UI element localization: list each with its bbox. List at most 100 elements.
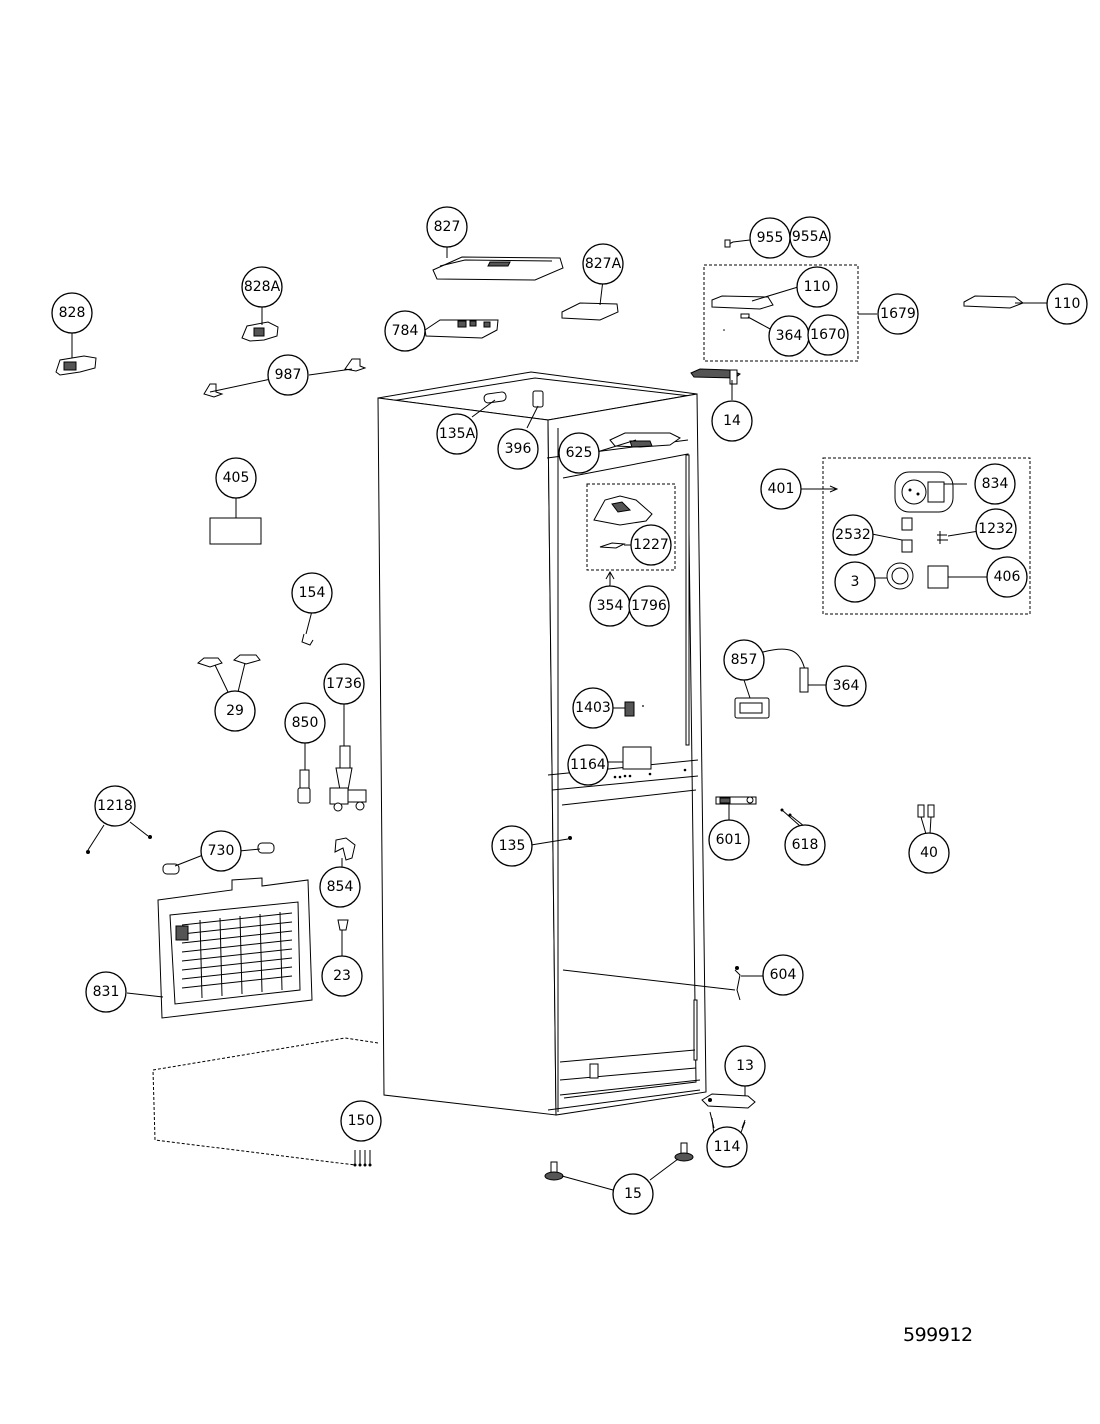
callout-405[interactable]: 405	[215, 457, 257, 499]
callout-1164[interactable]: 1164	[567, 744, 609, 786]
svg-text:354: 354	[597, 598, 624, 614]
svg-text:114: 114	[714, 1139, 741, 1155]
callout-827a[interactable]: 827A	[582, 243, 624, 285]
callout-831[interactable]: 831	[85, 971, 127, 1013]
part-23	[337, 919, 349, 957]
callout-955a[interactable]: 955A	[789, 216, 831, 258]
svg-text:150: 150	[348, 1113, 375, 1129]
small-cover-part	[561, 279, 619, 321]
callout-23[interactable]: 23	[321, 955, 363, 997]
callout-150[interactable]: 150	[340, 1100, 382, 1142]
label-1164-part	[608, 746, 652, 770]
part-604	[734, 966, 763, 1001]
callout-827[interactable]: 827	[426, 206, 468, 248]
callout-396[interactable]: 396	[497, 428, 539, 470]
callout-354[interactable]: 354	[589, 585, 631, 627]
water-valve-1736-part	[329, 704, 367, 812]
callout-364-kit[interactable]: 364	[768, 315, 810, 357]
callout-3[interactable]: 3	[834, 561, 876, 603]
callout-110-right[interactable]: 110	[1046, 283, 1088, 325]
svg-text:730: 730	[208, 843, 235, 859]
svg-text:364: 364	[833, 678, 860, 694]
callout-29[interactable]: 29	[214, 690, 256, 732]
screws-618-part	[780, 808, 805, 827]
callout-601[interactable]: 601	[708, 819, 750, 861]
cover-110-part	[963, 295, 1047, 309]
svg-text:110: 110	[804, 279, 831, 295]
callout-854[interactable]: 854	[319, 866, 361, 908]
valve-850-part	[297, 742, 311, 804]
svg-text:1679: 1679	[880, 306, 916, 322]
svg-text:625: 625	[566, 445, 593, 461]
callout-1403[interactable]: 1403	[572, 687, 614, 729]
callout-987[interactable]: 987	[267, 354, 309, 396]
svg-text:1227: 1227	[633, 537, 669, 553]
wire-1218-part	[86, 821, 152, 854]
callout-1218[interactable]: 1218	[94, 785, 136, 827]
back-panel-831-part	[126, 877, 313, 1019]
callout-1227[interactable]: 1227	[630, 524, 672, 566]
callout-730[interactable]: 730	[200, 830, 242, 872]
callout-857[interactable]: 857	[723, 639, 765, 681]
callout-828a[interactable]: 828A	[241, 266, 283, 308]
svg-text:1796: 1796	[631, 598, 667, 614]
callout-1736[interactable]: 1736	[323, 663, 365, 705]
svg-text:1164: 1164	[570, 757, 606, 773]
cabinet-body	[377, 371, 736, 1116]
svg-text:1736: 1736	[326, 676, 362, 692]
callout-135a[interactable]: 135A	[436, 413, 478, 455]
callout-406[interactable]: 406	[986, 556, 1028, 598]
callout-1232[interactable]: 1232	[975, 508, 1017, 550]
svg-text:401: 401	[768, 481, 795, 497]
callout-15[interactable]: 15	[612, 1173, 654, 1215]
lamp-730-part	[162, 842, 275, 875]
callout-2532[interactable]: 2532	[832, 514, 874, 556]
callout-1796[interactable]: 1796	[628, 585, 670, 627]
screw-135-part	[530, 836, 572, 846]
svg-text:831: 831	[93, 984, 120, 1000]
svg-text:154: 154	[299, 585, 326, 601]
callout-1679[interactable]: 1679	[877, 293, 919, 335]
callout-40[interactable]: 40	[908, 832, 950, 874]
svg-text:29: 29	[226, 703, 244, 719]
callout-784[interactable]: 784	[384, 310, 426, 352]
bracket-pair-part	[203, 358, 367, 398]
callout-1670[interactable]: 1670	[807, 314, 849, 356]
callout-14[interactable]: 14	[711, 400, 753, 442]
svg-text:827: 827	[434, 219, 461, 235]
callout-625[interactable]: 625	[558, 432, 600, 474]
sensor-wire-part	[724, 239, 751, 248]
callout-604[interactable]: 604	[762, 954, 804, 996]
svg-text:135: 135	[499, 838, 526, 854]
callout-13[interactable]: 13	[724, 1045, 766, 1087]
group-354-box	[586, 483, 676, 585]
svg-text:2532: 2532	[835, 527, 871, 543]
callout-618[interactable]: 618	[784, 824, 826, 866]
callout-135[interactable]: 135	[491, 825, 533, 867]
svg-text:854: 854	[327, 879, 354, 895]
svg-text:827A: 827A	[585, 256, 622, 272]
callout-110-kit[interactable]: 110	[796, 266, 838, 308]
callout-364[interactable]: 364	[825, 665, 867, 707]
svg-text:784: 784	[392, 323, 419, 339]
svg-text:828: 828	[59, 305, 86, 321]
switch-1403-part	[612, 701, 644, 717]
callout-401[interactable]: 401	[760, 468, 802, 510]
callout-114[interactable]: 114	[706, 1126, 748, 1168]
callout-955[interactable]: 955	[749, 217, 791, 259]
svg-text:987: 987	[275, 367, 302, 383]
callout-850[interactable]: 850	[284, 702, 326, 744]
svg-text:601: 601	[716, 832, 743, 848]
svg-text:406: 406	[994, 569, 1021, 585]
svg-text:40: 40	[920, 845, 938, 861]
shelf-clips-29-part	[196, 654, 261, 693]
callout-828[interactable]: 828	[51, 292, 93, 334]
svg-text:850: 850	[292, 715, 319, 731]
svg-text:13: 13	[736, 1058, 754, 1074]
svg-text:15: 15	[624, 1186, 642, 1202]
callout-834[interactable]: 834	[974, 463, 1016, 505]
svg-text:1403: 1403	[575, 700, 611, 716]
callout-154[interactable]: 154	[291, 572, 333, 614]
svg-text:1232: 1232	[978, 521, 1014, 537]
wires-150-part	[353, 1150, 372, 1167]
